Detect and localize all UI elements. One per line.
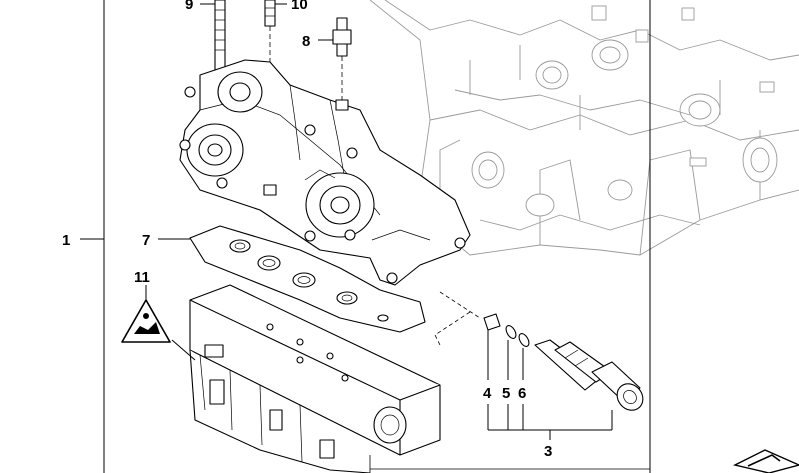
callout-5: 5 bbox=[502, 385, 510, 402]
o-ring-6 bbox=[518, 333, 530, 347]
callout-11: 11 bbox=[134, 269, 150, 286]
arrow-corner-icon bbox=[732, 449, 799, 473]
group-bracket-3 bbox=[487, 330, 613, 440]
callout-7: 7 bbox=[142, 232, 150, 249]
callout-1: 1 bbox=[62, 232, 70, 249]
solenoid-valve bbox=[534, 339, 644, 411]
fitting-8 bbox=[332, 17, 352, 100]
group-bracket-1 bbox=[80, 0, 651, 473]
callout-3: 3 bbox=[544, 443, 552, 460]
filter-sleeve-4 bbox=[483, 313, 501, 331]
callout-6: 6 bbox=[518, 385, 526, 402]
gasket-7 bbox=[189, 225, 426, 333]
callout-10: 10 bbox=[291, 0, 308, 13]
callout-8: 8 bbox=[302, 33, 310, 50]
bolt-9 bbox=[214, 0, 226, 76]
callout-4: 4 bbox=[483, 385, 492, 402]
vanos-housing bbox=[179, 59, 471, 286]
cylinder-head-background bbox=[369, 0, 799, 256]
valve-block bbox=[189, 284, 650, 473]
callout-9: 9 bbox=[185, 0, 193, 13]
o-ring-5 bbox=[505, 325, 517, 339]
warning-triangle-icon bbox=[121, 285, 171, 343]
